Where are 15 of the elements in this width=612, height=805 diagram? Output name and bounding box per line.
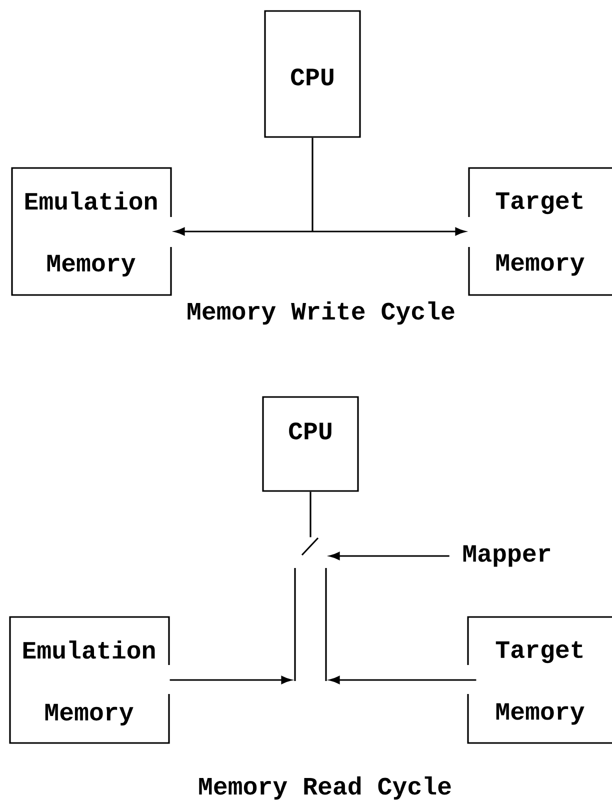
cpu-box: CPU (264, 10, 361, 138)
memory-box: Target Memory (467, 616, 612, 744)
signal-label: Mapper (463, 545, 550, 567)
arrow (330, 676, 476, 684)
caption: Memory Write Cycle (188, 301, 454, 325)
switch-drawing (294, 537, 327, 681)
bus-arrow (174, 138, 466, 236)
memory-box: Emulation Memory (9, 616, 170, 744)
cpu-box: CPU (262, 396, 359, 492)
memory-box: Target Memory (468, 167, 612, 296)
connector-line (310, 492, 312, 538)
memory-box: Emulation Memory (11, 167, 172, 296)
arrow (170, 676, 292, 684)
arrow (330, 552, 450, 560)
caption: Memory Read Cycle (199, 776, 451, 800)
